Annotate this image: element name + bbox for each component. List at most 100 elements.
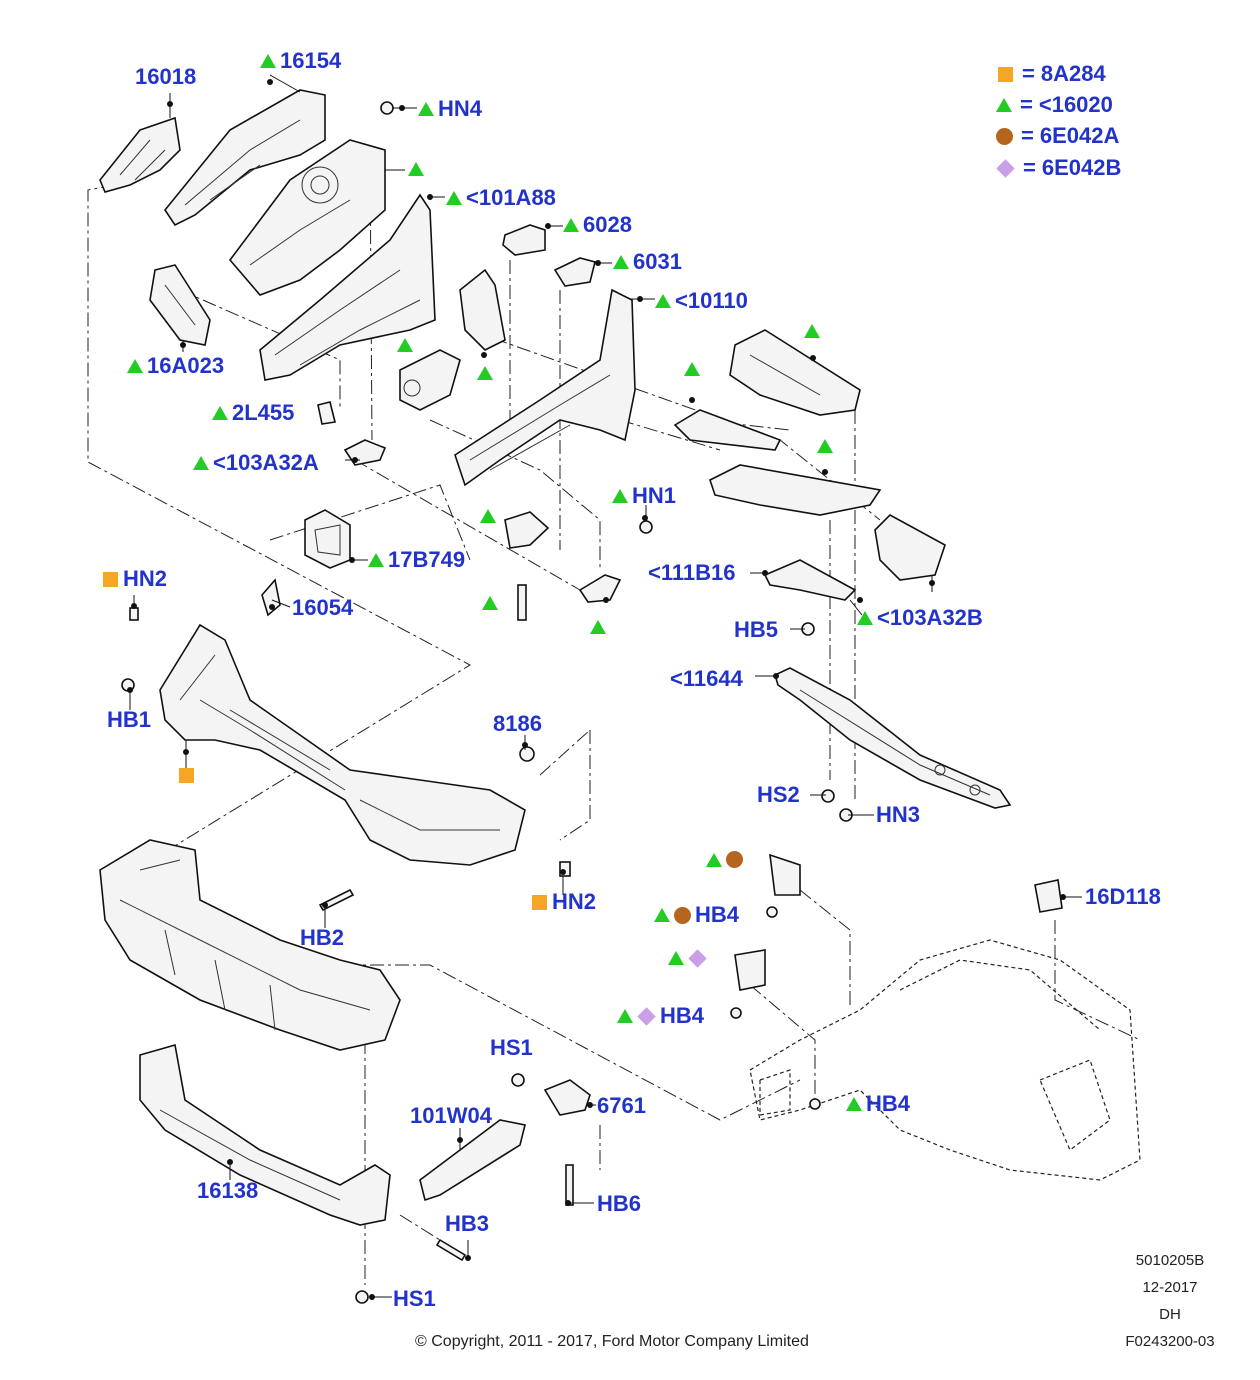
- callout-text: 8186: [493, 711, 542, 736]
- callout-16A023[interactable]: 16A023: [127, 355, 224, 377]
- callout-16138[interactable]: 16138: [197, 1180, 258, 1202]
- callout-HN4[interactable]: HN4: [418, 98, 482, 120]
- triangle-icon: [668, 951, 684, 965]
- copyright-notice: © Copyright, 2011 - 2017, Ford Motor Com…: [415, 1333, 809, 1350]
- callout-text: <111B16: [648, 560, 736, 585]
- part-103A32A: [343, 439, 387, 466]
- callout-text: HS1: [393, 1286, 436, 1311]
- part-103A32B: [874, 514, 946, 581]
- part-2L455: [317, 401, 336, 425]
- callout-text: 16A023: [147, 353, 225, 378]
- callout-HB4-b[interactable]: HB4: [617, 1005, 704, 1027]
- diamond-icon: [688, 948, 707, 968]
- callout-text: HB6: [597, 1191, 642, 1216]
- callout-text: HB4: [660, 1003, 705, 1028]
- legend-label: 8A284: [1040, 61, 1106, 86]
- triangle-icon: [212, 406, 228, 420]
- callout-16D118[interactable]: 16D118: [1085, 886, 1161, 908]
- part-111B16: [763, 559, 857, 601]
- callout-text: 16018: [135, 64, 197, 89]
- callout-tri-tower[interactable]: [408, 162, 428, 176]
- part-small-bracket-low: [578, 574, 622, 603]
- callout-text: <103A32B: [877, 605, 983, 630]
- triangle-icon: [846, 1097, 862, 1111]
- callout-10110[interactable]: <10110: [655, 290, 748, 312]
- callout-HB5[interactable]: HB5: [734, 619, 778, 641]
- triangle-icon: [590, 620, 606, 634]
- triangle-icon: [260, 54, 276, 68]
- callout-11644[interactable]: <11644: [670, 668, 743, 690]
- callout-8186[interactable]: 8186: [493, 713, 542, 735]
- symbol-s4: [684, 362, 702, 376]
- callout-103A32B[interactable]: <103A32B: [857, 607, 983, 629]
- callout-text: HN3: [876, 802, 921, 827]
- part-6031: [553, 257, 596, 287]
- drawing-code: 5010205B: [1135, 1252, 1205, 1269]
- figure-number: F0243200-03: [1125, 1333, 1215, 1350]
- part-11644: [774, 667, 1012, 809]
- callout-16018[interactable]: 16018: [135, 66, 196, 88]
- callout-text: HB3: [445, 1211, 490, 1236]
- callout-text: HB4: [866, 1091, 911, 1116]
- symbol-s8: [590, 620, 608, 634]
- callout-text: 6031: [633, 249, 682, 274]
- callout-HB3[interactable]: HB3: [445, 1213, 489, 1235]
- callout-text: <10110: [675, 288, 748, 313]
- triangle-icon: [857, 611, 873, 625]
- part-6761: [543, 1079, 591, 1116]
- callout-HB2[interactable]: HB2: [300, 927, 344, 949]
- callout-HB4-c[interactable]: HB4: [846, 1093, 910, 1115]
- part-101W04: [419, 1119, 526, 1202]
- callout-HN2-upper[interactable]: HN2: [103, 568, 167, 590]
- callout-16154[interactable]: 16154: [260, 50, 341, 72]
- part-16138: [139, 1043, 391, 1226]
- part-16018: [99, 116, 181, 193]
- legend-label: 6E042B: [1041, 155, 1122, 180]
- callout-HN2-lower[interactable]: HN2: [532, 891, 596, 913]
- callout-101W04[interactable]: 101W04: [410, 1105, 492, 1127]
- symbol-s1: [397, 338, 415, 352]
- callout-HS2[interactable]: HS2: [757, 784, 800, 806]
- callout-6761[interactable]: 6761: [597, 1095, 646, 1117]
- symbol-s5: [817, 439, 835, 453]
- part-16A023: [149, 264, 211, 346]
- callout-103A32A[interactable]: <103A32A: [193, 452, 319, 474]
- callout-text: HN2: [123, 566, 168, 591]
- triangle-icon: [482, 596, 498, 610]
- callout-HB4-a[interactable]: HB4: [654, 904, 739, 926]
- callout-text: <11644: [670, 666, 743, 691]
- callout-HS1-upper[interactable]: HS1: [490, 1037, 533, 1059]
- callout-HN3[interactable]: HN3: [876, 804, 920, 826]
- part-17B749: [304, 509, 351, 569]
- symbol-s7: [482, 596, 500, 610]
- callout-6028[interactable]: 6028: [563, 214, 632, 236]
- diamond-icon: [996, 158, 1015, 178]
- callout-17B749[interactable]: 17B749: [368, 549, 465, 571]
- callout-text: HS2: [757, 782, 800, 807]
- callout-text: HS1: [490, 1035, 533, 1060]
- triangle-icon: [477, 366, 493, 380]
- circle-icon: [674, 906, 691, 924]
- callout-16054[interactable]: 16054: [292, 597, 353, 619]
- triangle-icon: [654, 908, 670, 922]
- callout-6031[interactable]: 6031: [613, 251, 682, 273]
- callout-HS1-lower[interactable]: HS1: [393, 1288, 436, 1310]
- triangle-icon: [127, 359, 143, 373]
- callout-HB1[interactable]: HB1: [107, 709, 151, 731]
- callout-111B16[interactable]: <111B16: [648, 562, 735, 584]
- callout-101A88[interactable]: <101A88: [446, 187, 556, 209]
- triangle-icon: [613, 255, 629, 269]
- callout-2L455[interactable]: 2L455: [212, 402, 294, 424]
- legend-row-3: =6E042A: [996, 123, 1119, 149]
- callout-text: HB2: [300, 925, 345, 950]
- triangle-icon: [817, 439, 833, 453]
- square-icon: [532, 894, 547, 910]
- callout-HN1[interactable]: HN1: [612, 485, 676, 507]
- symbol-s9: [179, 768, 197, 783]
- circle-icon: [726, 851, 743, 868]
- triangle-icon: [617, 1009, 633, 1023]
- symbol-s10: [706, 851, 745, 868]
- callout-HB6[interactable]: HB6: [597, 1193, 641, 1215]
